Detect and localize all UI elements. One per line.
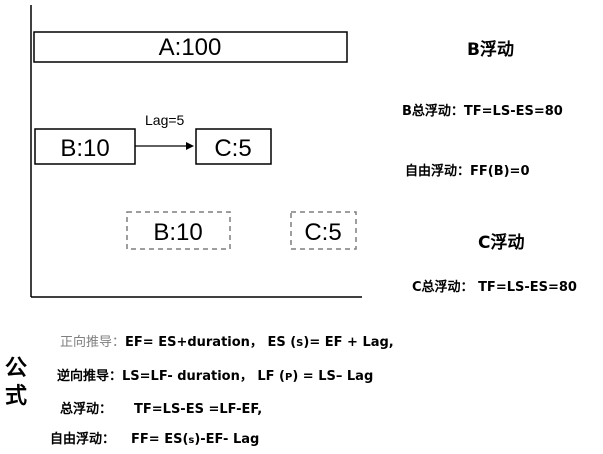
free-float-body-2: )-EF- Lag — [194, 432, 260, 447]
task-c-label: C:5 — [214, 135, 251, 162]
shifted-c-bar — [290, 211, 357, 250]
backward-pass-p: P — [285, 372, 293, 383]
shifted-c-label: C:5 — [304, 219, 341, 246]
free-float-label: 自由浮动： — [50, 432, 116, 447]
total-float-body: TF=LS-ES =LF-EF, — [134, 402, 263, 417]
task-b-label: B:10 — [60, 135, 109, 162]
b-free-float: 自由浮动：FF(B)=0 — [405, 164, 530, 179]
backward-pass-label: 逆向推导： — [57, 369, 123, 384]
lag-label: Lag=5 — [145, 112, 185, 128]
backward-pass-body-1: LS=LF- duration， LF ( — [122, 369, 285, 384]
arrow-head-icon — [186, 142, 194, 150]
total-float-label: 总浮动： — [60, 402, 113, 417]
forward-pass-body-2: )= EF + Lag, — [303, 335, 394, 350]
free-float-formula: 自由浮动： FF= ES(s)-EF- Lag — [50, 428, 259, 447]
task-c-bar — [195, 128, 272, 165]
task-a-bar — [33, 31, 348, 63]
backward-pass-formula: 逆向推导：LS=LF- duration， LF (P) = LS– Lag — [57, 365, 373, 384]
forward-pass-s: S — [296, 338, 304, 349]
shifted-b-label: B:10 — [153, 219, 202, 246]
task-a-label: A:100 — [159, 34, 222, 61]
forward-pass-formula: 正向推导：EF= ES+duration， ES (S)= EF + Lag, — [60, 331, 394, 350]
forward-pass-body-1: EF= ES+duration， ES ( — [125, 335, 297, 350]
free-float-s: s — [188, 435, 195, 446]
total-float-formula: 总浮动： TF=LS-ES =LF-EF, — [60, 398, 262, 417]
backward-pass-body-2: ) = LS– Lag — [292, 369, 374, 384]
formula-side-label: 公式 — [5, 356, 28, 409]
b-total-float: B总浮动：TF=LS-ES=80 — [402, 104, 563, 119]
free-float-body-1: FF= ES( — [131, 432, 189, 447]
c-total-float: C总浮动： TF=LS-ES=80 — [412, 280, 577, 295]
shifted-b-bar — [126, 211, 231, 250]
b-float-title: B浮动 — [467, 40, 514, 60]
forward-pass-label: 正向推导： — [60, 335, 126, 350]
c-float-title: C浮动 — [478, 233, 525, 253]
